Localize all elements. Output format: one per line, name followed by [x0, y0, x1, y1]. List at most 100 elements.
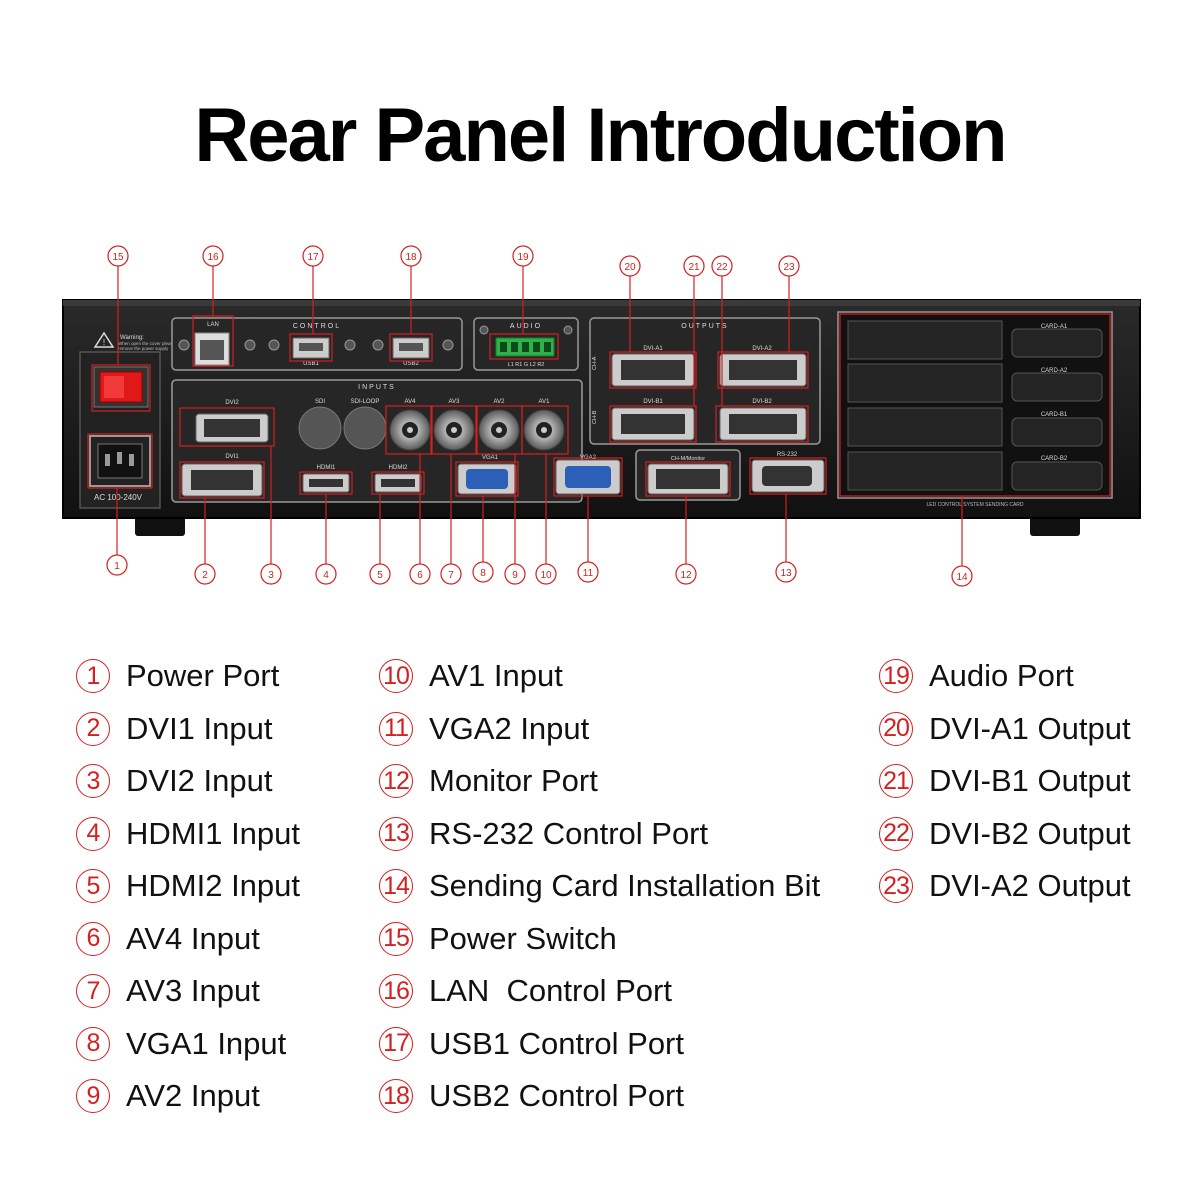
legend-item: 23 DVI-A2 Output [879, 860, 1131, 913]
legend-label: USB1 Control Port [429, 1025, 684, 1061]
svg-text:USB1: USB1 [303, 361, 319, 367]
rear-panel-diagram: ! Warning: When open the cover please re… [62, 245, 1141, 587]
callout-9: 9 [512, 570, 518, 581]
legend-item: 10 AV1 Input [379, 650, 820, 703]
svg-text:CARD-A2: CARD-A2 [1041, 368, 1068, 374]
legend-number: 1 [76, 659, 110, 694]
svg-text:OUTPUTS: OUTPUTS [681, 323, 728, 330]
svg-text:LED CONTROL SYSTEM SENDING CAR: LED CONTROL SYSTEM SENDING CARD [926, 502, 1023, 508]
callout-4: 4 [323, 570, 329, 581]
callout-15: 15 [112, 252, 124, 263]
legend-label: AV1 Input [429, 658, 563, 694]
bnc-ports [389, 409, 565, 451]
legend-label: DVI-A2 Output [929, 868, 1131, 904]
callout-2: 2 [202, 570, 208, 581]
legend-item: 15 Power Switch [379, 913, 820, 966]
svg-text:L1 R1 G L2 R2: L1 R1 G L2 R2 [508, 362, 545, 368]
svg-text:AV4: AV4 [405, 399, 417, 405]
svg-text:DVI2: DVI2 [225, 400, 239, 406]
callout-10: 10 [540, 570, 552, 581]
svg-text:AV1: AV1 [539, 399, 551, 405]
sdi-loop-port [343, 406, 387, 450]
card-slot [847, 407, 1003, 447]
svg-text:AV3: AV3 [449, 399, 461, 405]
callout-14: 14 [956, 572, 968, 583]
legend-label: HDMI2 Input [126, 868, 301, 904]
legend-item: 5 HDMI2 Input [76, 860, 300, 913]
legend-label: USB2 Control Port [429, 1078, 684, 1114]
svg-text:RS-232: RS-232 [777, 452, 798, 458]
legend-number: 15 [379, 921, 413, 956]
legend-number: 23 [879, 869, 913, 904]
card-slot [847, 320, 1003, 360]
page-title: Rear Panel Introduction [194, 93, 1007, 178]
svg-text:DVI-B2: DVI-B2 [752, 399, 772, 405]
svg-text:DVI-A2: DVI-A2 [752, 346, 772, 352]
svg-text:AV2: AV2 [494, 399, 506, 405]
callout-6: 6 [417, 570, 423, 581]
svg-text:!: ! [103, 338, 105, 347]
legend-label: Power Switch [429, 920, 617, 956]
warning-icon [93, 331, 115, 348]
svg-text:VGA1: VGA1 [482, 455, 499, 461]
legend-label: LAN Control Port [429, 973, 672, 1009]
legend-number: 8 [76, 1026, 110, 1061]
svg-text:Warning:: Warning: [120, 335, 144, 341]
callout-21: 21 [688, 262, 700, 273]
svg-text:SDI: SDI [315, 399, 325, 405]
card-slot [847, 451, 1003, 491]
callout-13: 13 [780, 568, 792, 579]
legend-label: DVI-B1 Output [929, 763, 1131, 799]
svg-text:DVI-A1: DVI-A1 [643, 346, 663, 352]
callout-19: 19 [517, 252, 529, 263]
legend-number: 16 [379, 974, 413, 1009]
legend-number: 19 [879, 659, 913, 694]
svg-text:AC 100-240V: AC 100-240V [94, 493, 143, 502]
legend-number: 22 [879, 816, 913, 851]
callout-3: 3 [268, 570, 274, 581]
legend-number: 5 [76, 869, 110, 904]
callout-22: 22 [716, 262, 728, 273]
svg-text:CH-B: CH-B [592, 410, 598, 424]
legend-label: AV3 Input [126, 973, 260, 1009]
legend-label: Sending Card Installation Bit [429, 868, 821, 904]
callout-5: 5 [377, 570, 383, 581]
svg-text:AUDIO: AUDIO [510, 323, 542, 330]
svg-text:CARD-B1: CARD-B1 [1041, 412, 1068, 418]
legend-item: 17 USB1 Control Port [379, 1018, 820, 1071]
legend-label: DVI-A1 Output [929, 710, 1131, 746]
svg-text:CARD-B2: CARD-B2 [1041, 456, 1068, 462]
legend-item: 16 LAN Control Port [379, 965, 820, 1018]
callout-17: 17 [307, 252, 319, 263]
legend-label: VGA1 Input [126, 1025, 287, 1061]
legend-number: 21 [879, 764, 913, 799]
legend-number: 17 [379, 1026, 413, 1061]
legend-number: 10 [379, 659, 413, 694]
legend-number: 12 [379, 764, 413, 799]
legend-label: DVI1 Input [126, 710, 273, 746]
svg-text:DVI-B1: DVI-B1 [643, 399, 663, 405]
svg-text:remove the power supply: remove the power supply [118, 346, 169, 351]
callout-20: 20 [624, 262, 636, 273]
legend-item: 19 Audio Port [879, 650, 1131, 703]
svg-text:CARD-A1: CARD-A1 [1041, 324, 1068, 330]
callout-18: 18 [405, 252, 417, 263]
sdi-port [298, 406, 342, 450]
svg-text:USB2: USB2 [403, 361, 419, 367]
legend-label: Audio Port [929, 658, 1074, 694]
legend-number: 6 [76, 921, 110, 956]
callout-11: 11 [583, 568, 594, 579]
legend-number: 9 [76, 1079, 110, 1114]
legend-number: 3 [76, 764, 110, 799]
legend-number: 7 [76, 974, 110, 1009]
